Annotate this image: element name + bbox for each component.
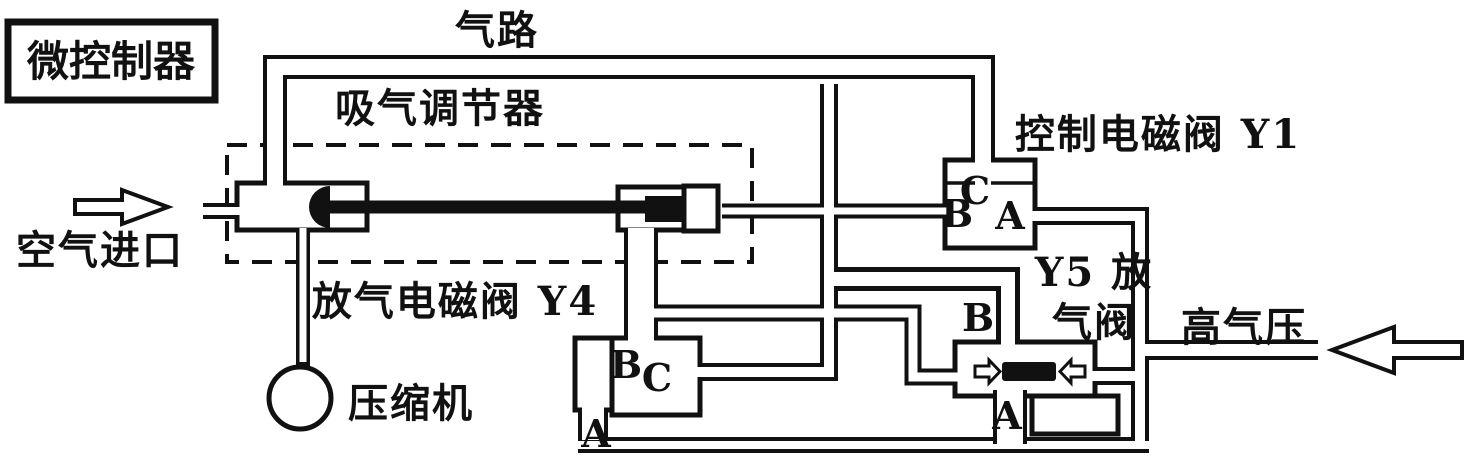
y5-port-a: A <box>991 393 1022 438</box>
y5-spool <box>1002 362 1056 381</box>
compressor-circle <box>266 364 334 432</box>
rod-end-block <box>645 196 684 222</box>
y5-port-b: B <box>962 295 994 340</box>
mechanism <box>73 183 1464 387</box>
release-valve-y4-label: 放气电磁阀 Y4 <box>312 278 598 325</box>
y4-port-a: A <box>580 411 611 456</box>
y5-valve-label-line1: Y5 放 <box>1034 249 1153 296</box>
y4-port-c: C <box>642 355 672 400</box>
microcontroller-box <box>4 18 219 104</box>
valve-y4-solenoid <box>572 335 615 413</box>
spool-right-arrow-icon <box>1057 356 1087 387</box>
valve-y5-exhaust-box <box>1029 393 1121 437</box>
microcontroller-label: 微控制器 <box>26 37 196 86</box>
piston-plate <box>681 183 721 234</box>
inlet-disc-icon <box>309 186 330 228</box>
suction-regulator-label: 吸气调节器 <box>335 85 545 132</box>
high-pressure-arrow-icon <box>1326 324 1464 376</box>
air-inlet-label: 空气进口 <box>16 227 184 274</box>
air-inlet-arrow-icon <box>73 187 174 227</box>
control-valve-y1-label: 控制电磁阀 Y1 <box>1015 111 1301 158</box>
pipes-core <box>203 59 1318 449</box>
y1-port-a: A <box>994 193 1025 238</box>
y1-port-b: B <box>941 191 973 236</box>
labels: 微控制器 气路 吸气调节器 控制电磁阀 Y1 空气进口 放气电磁阀 Y4 压缩机… <box>16 7 1307 456</box>
gas-line-label: 气路 <box>455 7 539 54</box>
y4-port-b: B <box>610 342 642 387</box>
spool-left-arrow-icon <box>973 356 1003 387</box>
high-pressure-label: 高气压 <box>1181 304 1307 351</box>
y5-valve-label-line2: 气阀 <box>1052 299 1136 346</box>
compressor-label: 压缩机 <box>348 380 474 427</box>
y1-port-c: C <box>960 168 990 213</box>
